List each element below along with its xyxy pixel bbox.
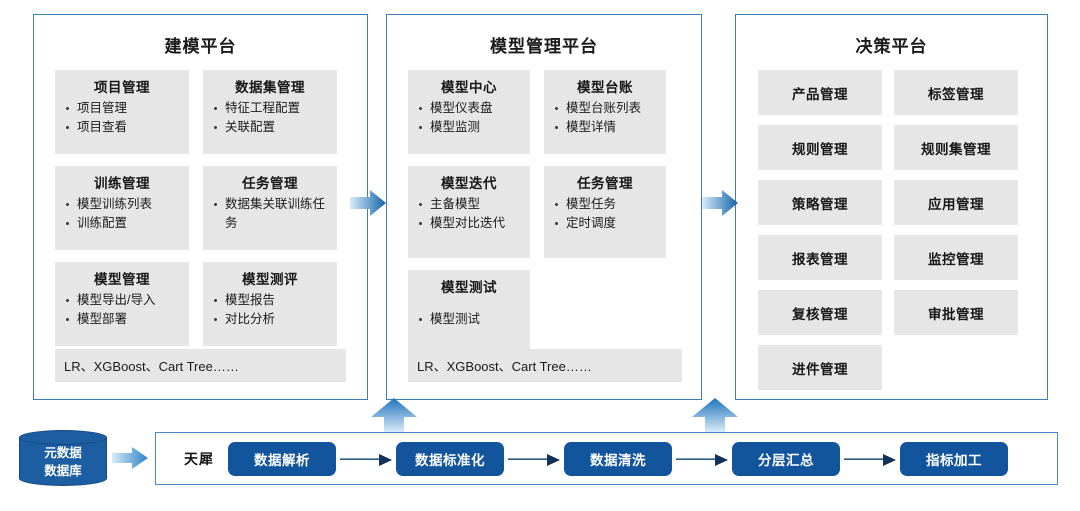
tile-intake-management[interactable]: 进件管理	[758, 345, 882, 390]
database-label: 元数据 数据库	[19, 444, 107, 480]
data-pipeline-row: 元数据 数据库 天犀 数据解析 数据标准化 数据清洗 分层汇总 指标加	[0, 398, 1080, 511]
flow-arrow-up-icon	[371, 398, 417, 434]
card-task-management-mm[interactable]: 任务管理 模型任务 定时调度	[544, 166, 666, 258]
card-item-list: 模型测试	[408, 310, 530, 329]
list-item[interactable]: 模型详情	[554, 118, 660, 137]
tile-rule-management[interactable]: 规则管理	[758, 125, 882, 170]
tile-monitor-management[interactable]: 监控管理	[894, 235, 1018, 280]
flow-arrow-up-icon	[692, 398, 738, 434]
panel-modeling-platform[interactable]: 建模平台 项目管理 项目管理 项目查看 数据集管理 特征工程配置 关联配置 训练…	[33, 14, 368, 400]
tile-report-management[interactable]: 报表管理	[758, 235, 882, 280]
tile-approval-management[interactable]: 审批管理	[894, 290, 1018, 335]
card-title: 模型迭代	[441, 176, 497, 191]
card-model-management[interactable]: 模型管理 模型导出/导入 模型部署	[55, 262, 189, 346]
tianxi-pipeline-container: 天犀 数据解析 数据标准化 数据清洗 分层汇总 指标加工	[155, 432, 1058, 485]
card-title: 项目管理	[94, 80, 150, 95]
tile-product-management[interactable]: 产品管理	[758, 70, 882, 115]
pipeline-step-data-standardization[interactable]: 数据标准化	[396, 441, 504, 476]
list-item[interactable]: 模型任务	[554, 195, 660, 214]
cylinder-top	[19, 430, 107, 445]
flow-arrow-right-icon	[702, 188, 738, 218]
card-model-test[interactable]: 模型测试 模型测试	[408, 270, 530, 362]
card-grid-model-management: 模型中心 模型仪表盘 模型监测 模型台账 模型台账列表 模型详情 模型迭代 主备…	[387, 70, 701, 362]
pipeline-connector-arrow-icon	[844, 453, 896, 466]
card-project-management[interactable]: 项目管理 项目管理 项目查看	[55, 70, 189, 154]
card-model-iteration[interactable]: 模型迭代 主备模型 模型对比迭代	[408, 166, 530, 258]
card-task-management[interactable]: 任务管理 数据集关联训练任务	[203, 166, 337, 250]
panel-model-management-platform[interactable]: 模型管理平台 模型中心 模型仪表盘 模型监测 模型台账 模型台账列表 模型详情 …	[386, 14, 702, 400]
list-item[interactable]: 模型报告	[213, 291, 331, 310]
card-model-center[interactable]: 模型中心 模型仪表盘 模型监测	[408, 70, 530, 154]
card-model-ledger[interactable]: 模型台账 模型台账列表 模型详情	[544, 70, 666, 154]
card-item-list: 模型训练列表 训练配置	[55, 195, 189, 234]
card-training-management[interactable]: 训练管理 模型训练列表 训练配置	[55, 166, 189, 250]
pipeline-connector-arrow-icon	[508, 453, 560, 466]
panel-title-decision: 决策平台	[855, 37, 928, 56]
card-title: 任务管理	[577, 176, 633, 191]
list-item[interactable]: 定时调度	[554, 214, 660, 233]
platform-panels-row: 建模平台 项目管理 项目管理 项目查看 数据集管理 特征工程配置 关联配置 训练…	[33, 14, 1048, 400]
pipeline-step-indicator-processing[interactable]: 指标加工	[900, 441, 1008, 476]
card-item-list: 模型台账列表 模型详情	[544, 99, 666, 138]
pipeline-connector-arrow-icon	[340, 453, 392, 466]
flow-arrow-right-icon	[350, 188, 386, 218]
card-item-list: 模型仪表盘 模型监测	[408, 99, 530, 138]
list-item[interactable]: 训练配置	[65, 214, 183, 233]
card-item-list: 特征工程配置 关联配置	[203, 99, 337, 138]
tile-grid-decision: 产品管理 标签管理 规则管理 规则集管理 策略管理 应用管理 报表管理 监控管理…	[736, 70, 1047, 390]
algorithm-bar-model-management: LR、XGBoost、Cart Tree……	[408, 349, 682, 382]
tile-ruleset-management[interactable]: 规则集管理	[894, 125, 1018, 170]
card-title: 模型测试	[441, 280, 497, 295]
database-label-line2: 数据库	[44, 464, 82, 479]
card-title: 任务管理	[242, 176, 298, 191]
tile-application-management[interactable]: 应用管理	[894, 180, 1018, 225]
list-item[interactable]: 模型部署	[65, 310, 183, 329]
list-item[interactable]: 模型导出/导入	[65, 291, 183, 310]
pipeline-connector-arrow-icon	[676, 453, 728, 466]
card-title: 模型中心	[441, 80, 497, 95]
card-title: 训练管理	[94, 176, 150, 191]
card-item-list: 模型报告 对比分析	[203, 291, 337, 330]
card-item-list: 项目管理 项目查看	[55, 99, 189, 138]
pipeline-platform-label: 天犀	[184, 450, 214, 467]
list-item[interactable]: 数据集关联训练任务	[213, 195, 331, 234]
list-item[interactable]: 模型监测	[418, 118, 524, 137]
list-item[interactable]: 项目查看	[65, 118, 183, 137]
card-item-list: 数据集关联训练任务	[203, 195, 337, 234]
card-grid-modeling: 项目管理 项目管理 项目查看 数据集管理 特征工程配置 关联配置 训练管理 模型…	[34, 70, 367, 346]
list-item[interactable]: 关联配置	[213, 118, 331, 137]
algorithm-bar-modeling: LR、XGBoost、Cart Tree……	[55, 349, 346, 382]
list-item[interactable]: 主备模型	[418, 195, 524, 214]
pipeline-step-data-parsing[interactable]: 数据解析	[228, 441, 336, 476]
tile-review-management[interactable]: 复核管理	[758, 290, 882, 335]
metadata-database-cylinder[interactable]: 元数据 数据库	[19, 430, 107, 486]
list-item[interactable]: 模型对比迭代	[418, 214, 524, 233]
flow-arrow-right-icon	[112, 446, 148, 470]
card-dataset-management[interactable]: 数据集管理 特征工程配置 关联配置	[203, 70, 337, 154]
panel-title-model-management: 模型管理平台	[490, 37, 598, 56]
card-item-list: 主备模型 模型对比迭代	[408, 195, 530, 234]
card-item-list: 模型导出/导入 模型部署	[55, 291, 189, 330]
list-item[interactable]: 模型训练列表	[65, 195, 183, 214]
card-model-evaluation[interactable]: 模型测评 模型报告 对比分析	[203, 262, 337, 346]
card-title: 数据集管理	[235, 80, 305, 95]
list-item[interactable]: 项目管理	[65, 99, 183, 118]
list-item[interactable]: 模型仪表盘	[418, 99, 524, 118]
card-title: 模型管理	[94, 272, 150, 287]
card-title: 模型台账	[577, 80, 633, 95]
list-item[interactable]: 特征工程配置	[213, 99, 331, 118]
list-item[interactable]: 模型台账列表	[554, 99, 660, 118]
card-item-list: 模型任务 定时调度	[544, 195, 666, 234]
panel-title-modeling: 建模平台	[164, 37, 237, 56]
tile-strategy-management[interactable]: 策略管理	[758, 180, 882, 225]
tile-label-management[interactable]: 标签管理	[894, 70, 1018, 115]
database-label-line1: 元数据	[44, 446, 82, 460]
card-title: 模型测评	[242, 272, 298, 287]
panel-decision-platform[interactable]: 决策平台 产品管理 标签管理 规则管理 规则集管理 策略管理 应用管理 报表管理…	[735, 14, 1048, 400]
pipeline-step-layered-aggregation[interactable]: 分层汇总	[732, 441, 840, 476]
list-item[interactable]: 模型测试	[418, 310, 524, 329]
pipeline-step-data-cleaning[interactable]: 数据清洗	[564, 441, 672, 476]
list-item[interactable]: 对比分析	[213, 310, 331, 329]
